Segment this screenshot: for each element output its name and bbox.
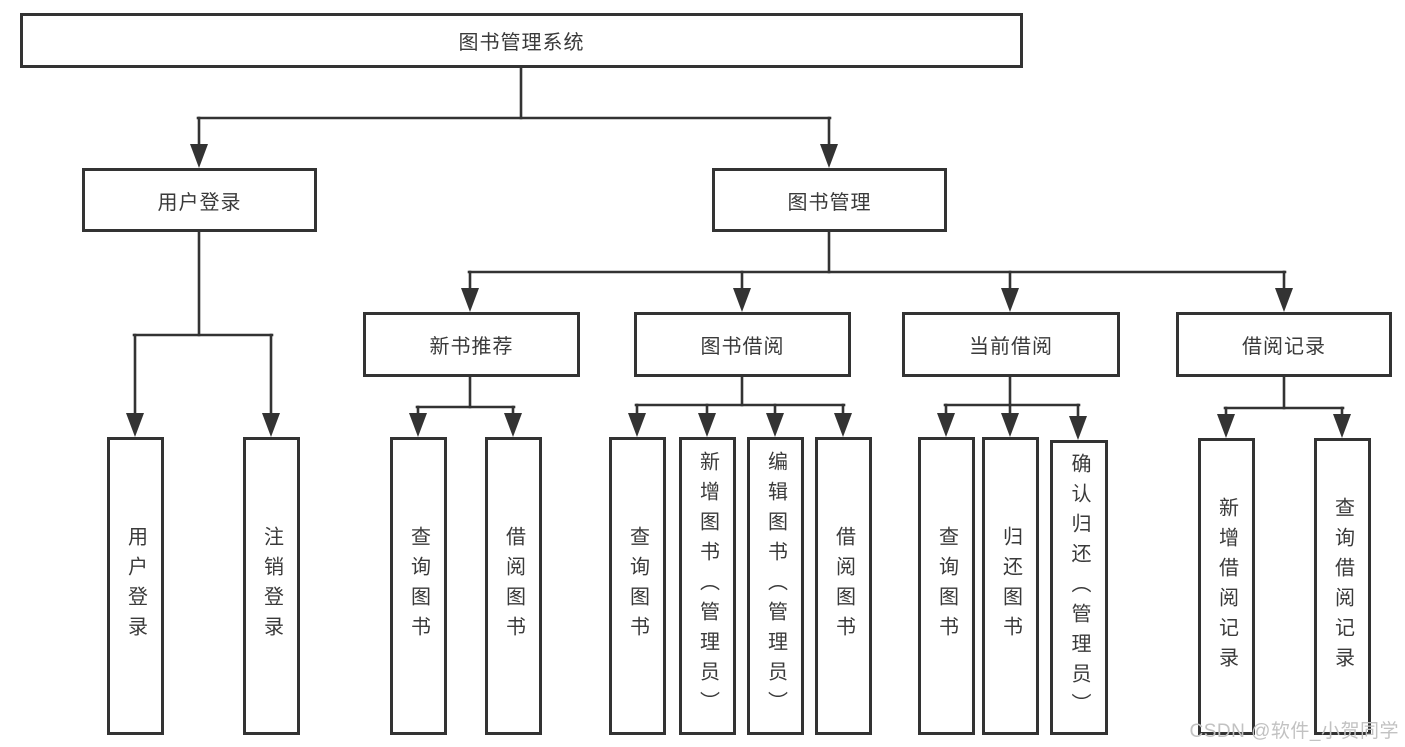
node-leaf-query-books-recommend: 查询图书 — [390, 437, 447, 735]
leaf-label: 注销登录 — [260, 526, 283, 646]
leaf-label: 查询图书 — [626, 526, 649, 646]
arrowheads — [126, 144, 1351, 440]
node-leaf-edit-book-admin: 编辑图书（管理员） — [747, 437, 804, 735]
node-leaf-add-borrow-record: 新增借阅记录 — [1198, 438, 1255, 735]
node-user-login: 用户登录 — [82, 168, 317, 232]
node-leaf-add-book-admin: 新增图书（管理员） — [679, 437, 736, 735]
leaf-label: 归还图书 — [999, 526, 1022, 646]
leaf-label: 查询图书 — [935, 526, 958, 646]
node-leaf-return-book: 归还图书 — [982, 437, 1039, 735]
leaf-label: 借阅图书 — [832, 526, 855, 646]
node-book-borrow: 图书借阅 — [634, 312, 851, 377]
node-book-management: 图书管理 — [712, 168, 947, 232]
leaf-label: 用户登录 — [124, 526, 147, 646]
leaf-label: 新增借阅记录 — [1215, 496, 1238, 677]
node-leaf-query-books-borrow: 查询图书 — [609, 437, 666, 735]
node-leaf-logout: 注销登录 — [243, 437, 300, 735]
node-leaf-user-login: 用户登录 — [107, 437, 164, 735]
node-leaf-borrow-books: 借阅图书 — [815, 437, 872, 735]
node-borrow-records: 借阅记录 — [1176, 312, 1392, 377]
leaf-label: 借阅图书 — [502, 526, 525, 646]
leaf-label: 查询借阅记录 — [1331, 496, 1354, 677]
leaf-label: 新增图书（管理员） — [696, 451, 719, 721]
node-new-book-recommend: 新书推荐 — [363, 312, 580, 377]
leaf-label: 编辑图书（管理员） — [764, 451, 787, 721]
node-leaf-query-books-current: 查询图书 — [918, 437, 975, 735]
node-leaf-confirm-return-admin: 确认归还（管理员） — [1050, 440, 1108, 735]
leaf-label: 确认归还（管理员） — [1068, 452, 1090, 723]
node-current-borrow: 当前借阅 — [902, 312, 1120, 377]
leaf-label: 查询图书 — [407, 526, 430, 646]
node-leaf-query-borrow-record: 查询借阅记录 — [1314, 438, 1371, 735]
csdn-watermark: CSDN @软件_小贺同学 — [1189, 721, 1399, 742]
node-leaf-borrow-books-recommend: 借阅图书 — [485, 437, 542, 735]
node-root: 图书管理系统 — [20, 13, 1023, 68]
